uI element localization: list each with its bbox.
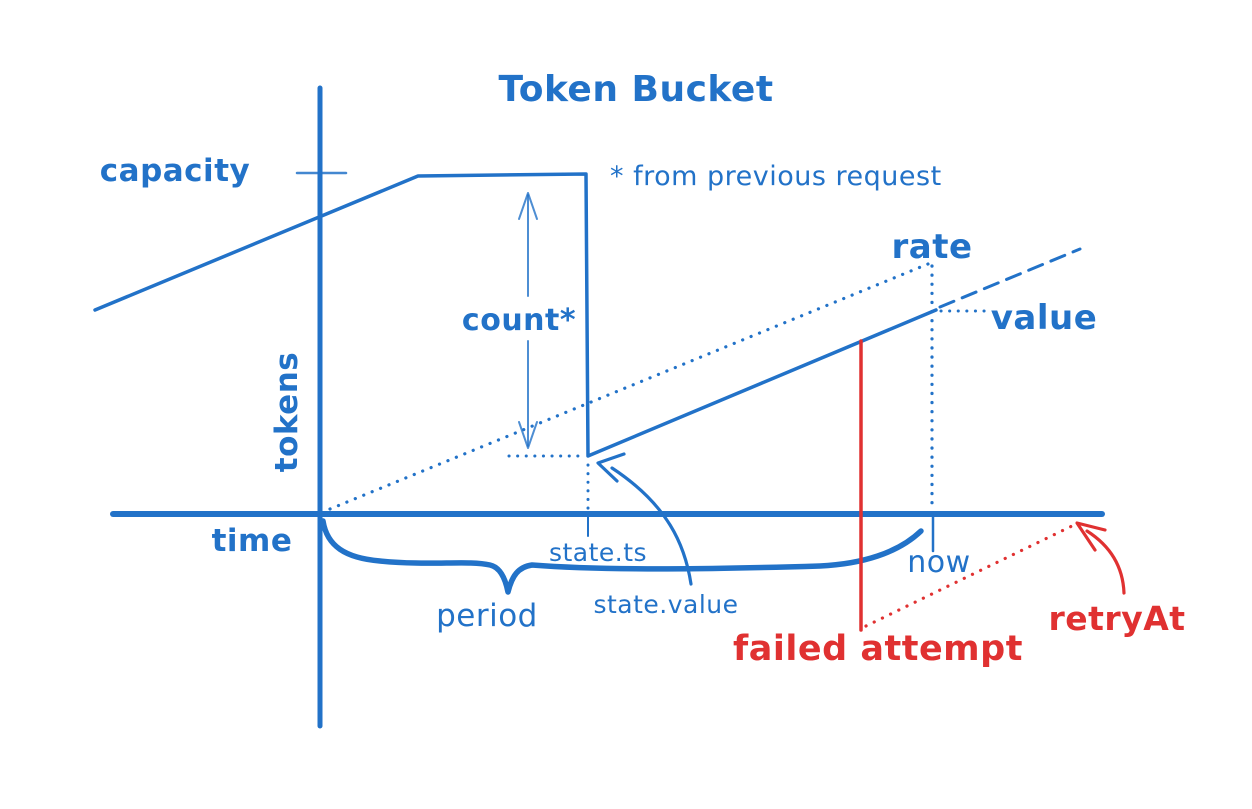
failed-attempt-label: failed attempt	[733, 629, 1023, 669]
y-axis-label: tokens	[269, 352, 305, 472]
retry-at-arrow	[1085, 529, 1126, 595]
count-arrowhead-up	[518, 192, 538, 220]
retry-at-arrowhead	[1075, 521, 1107, 552]
footnote-label: * from previous request	[610, 161, 942, 192]
x-axis-label: time	[212, 523, 293, 559]
diagram-title: Token Bucket	[498, 69, 773, 110]
rate-label: rate	[891, 227, 972, 267]
rate-dotted-line	[328, 262, 930, 511]
capacity-label: capacity	[100, 153, 250, 189]
retry-at-dotted-line	[864, 523, 1076, 628]
period-label: period	[436, 598, 538, 634]
token-level-line	[93, 172, 938, 458]
state-value-label: state.value	[593, 590, 738, 619]
value-label: value	[991, 298, 1098, 338]
period-brace	[320, 518, 924, 595]
now-label: now	[907, 545, 970, 580]
count-arrowhead-down	[518, 421, 538, 449]
retry-at-label: retryAt	[1048, 599, 1185, 638]
state-value-arrow	[610, 466, 693, 586]
value-projection-dashed-line	[938, 247, 1082, 309]
state-value-arrowhead	[596, 452, 626, 483]
count-label: count*	[462, 303, 576, 338]
state-ts-label: state.ts	[549, 538, 647, 567]
